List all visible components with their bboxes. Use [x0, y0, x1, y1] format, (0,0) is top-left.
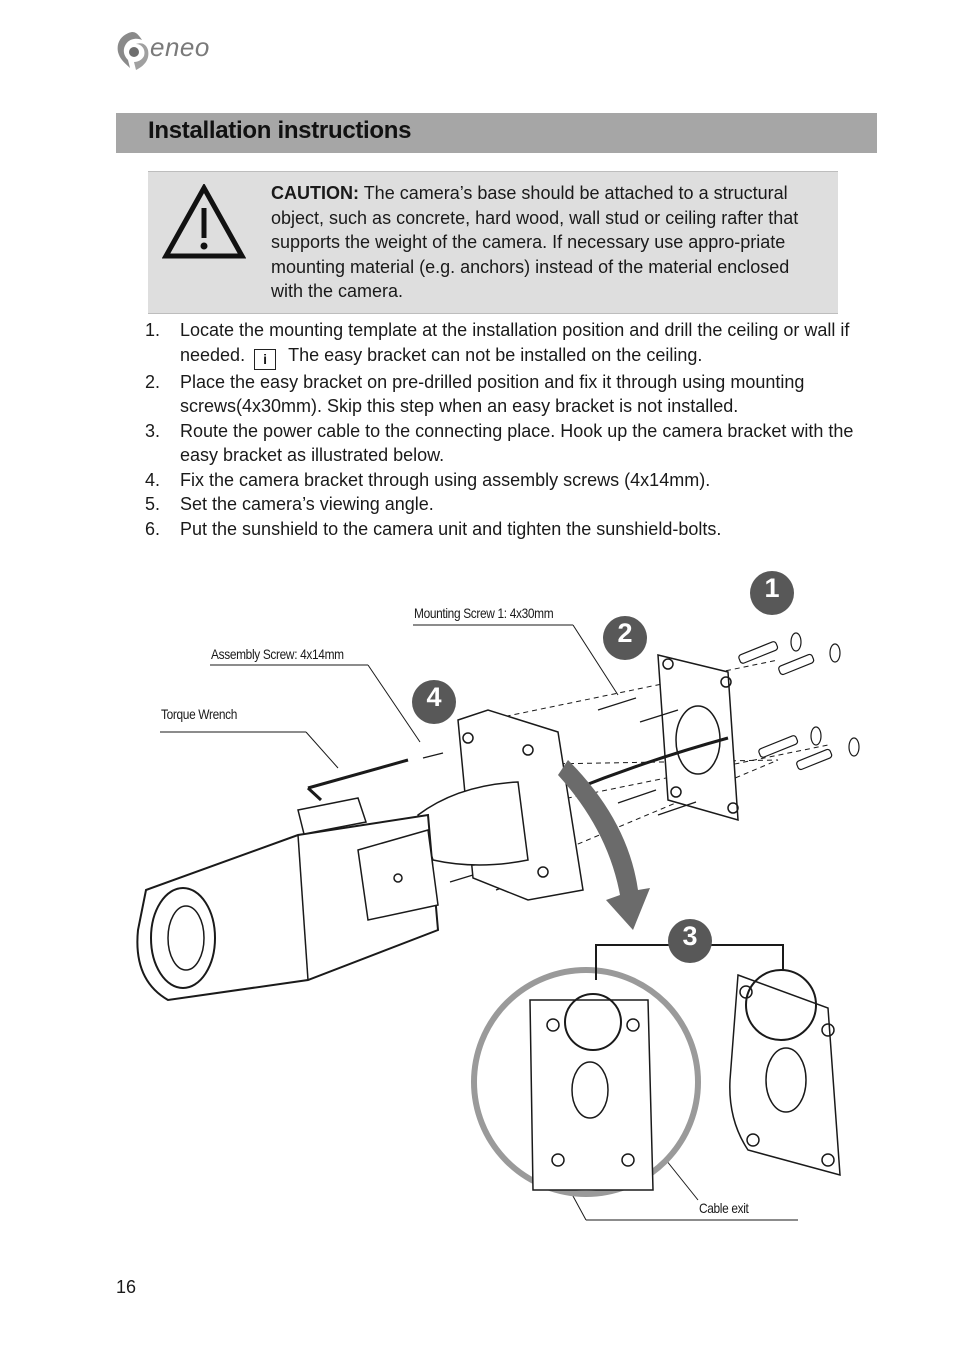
eneo-logo-icon — [117, 32, 149, 70]
step-text: Route the power cable to the connecting … — [180, 420, 854, 466]
installation-diagram: 1 2 3 4 Mounting Screw 1: 4x30mm Assembl… — [128, 560, 868, 1230]
step-number: 4. — [145, 469, 161, 490]
cable-exit-label: Cable exit — [699, 1200, 749, 1216]
step-item: 4. Fix the camera bracket through using … — [145, 468, 875, 493]
step-item: 5. Set the camera’s viewing angle. — [145, 492, 875, 517]
step-item: 1. Locate the mounting template at the i… — [145, 318, 875, 370]
marker-3-label: 3 — [682, 921, 698, 951]
caution-label: CAUTION: — [271, 183, 359, 203]
caution-body: The camera’s base should be attached to … — [271, 183, 799, 301]
step-item: 6. Put the sunshield to the camera unit … — [145, 517, 875, 542]
step-number: 3. — [145, 420, 161, 441]
info-icon: i — [254, 348, 277, 370]
marker-1-label: 1 — [764, 573, 780, 603]
torque-wrench-label: Torque Wrench — [161, 706, 238, 722]
step-text: Place the easy bracket on pre-drilled po… — [180, 371, 805, 417]
step-number: 1. — [145, 320, 161, 340]
installation-diagram-drawing — [136, 571, 860, 1221]
step-number: 6. — [145, 518, 161, 539]
section-title: Installation instructions — [148, 117, 412, 144]
step-number: 5. — [145, 494, 161, 514]
installation-steps: 1. Locate the mounting template at the i… — [145, 318, 875, 541]
step-text: Fix the camera bracket through using ass… — [180, 469, 711, 490]
marker-1 — [750, 571, 794, 615]
step-number: 2. — [145, 371, 161, 392]
step-item: 3. Route the power cable to the connecti… — [145, 419, 875, 468]
marker-4 — [412, 680, 456, 724]
step-note: The easy bracket can not be installed on… — [288, 344, 703, 365]
marker-2 — [603, 616, 647, 660]
marker-2-label: 2 — [617, 618, 633, 648]
step-text: Set the camera’s viewing angle. — [180, 494, 434, 514]
warning-triangle-icon — [162, 184, 246, 259]
step-markers — [412, 571, 794, 963]
step-item: 2. Place the easy bracket on pre-drilled… — [145, 370, 875, 419]
step-text: Locate the mounting template at the inst… — [180, 320, 850, 365]
section-header: Installation instructions — [116, 113, 877, 153]
assembly-screw-label: Assembly Screw: 4x14mm — [211, 646, 344, 662]
caution-box: CAUTION: The camera’s base should be att… — [148, 171, 838, 314]
page-number: 16 — [116, 1277, 137, 1297]
mounting-screw-label: Mounting Screw 1: 4x30mm — [414, 605, 554, 621]
step-text: Put the sunshield to the camera unit and… — [180, 518, 722, 539]
logo-text: eneo — [150, 32, 210, 62]
marker-4-label: 4 — [426, 682, 442, 712]
eneo-logo — [114, 30, 224, 72]
caution-text: CAUTION: The camera’s base should be att… — [271, 181, 819, 304]
marker-3 — [668, 919, 712, 963]
